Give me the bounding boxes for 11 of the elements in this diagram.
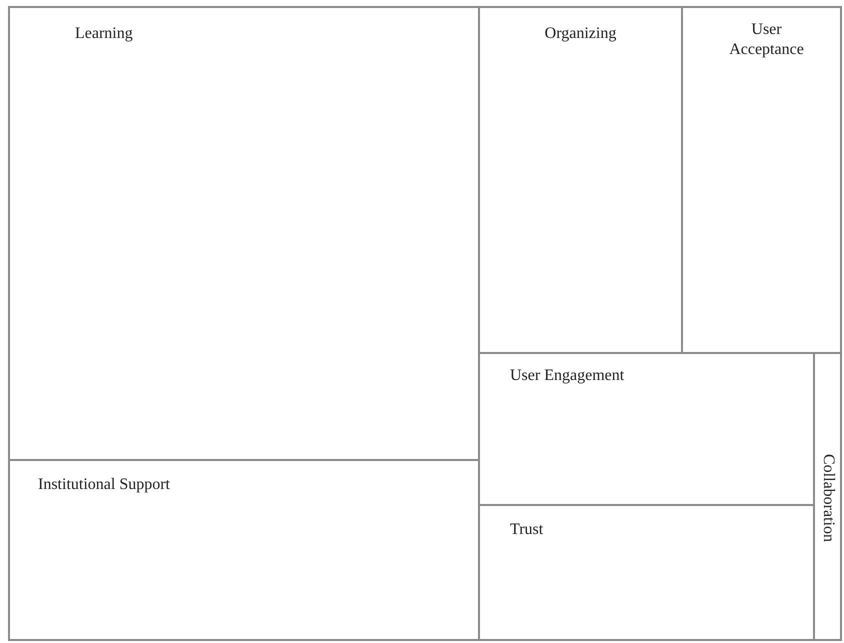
tile-label: Collaboration <box>819 454 838 542</box>
tile-label: Organizing <box>544 24 618 44</box>
tile-label: User Acceptance <box>728 20 805 60</box>
tile-label: Institutional Support <box>38 475 170 495</box>
tile-label: Trust <box>510 520 544 540</box>
treemap-tile <box>813 352 842 641</box>
treemap-tile <box>8 459 480 641</box>
tile-label: Learning <box>75 24 133 44</box>
tile-label: User Engagement <box>510 366 624 386</box>
treemap-tile <box>8 6 480 461</box>
treemap-tile <box>681 6 842 354</box>
